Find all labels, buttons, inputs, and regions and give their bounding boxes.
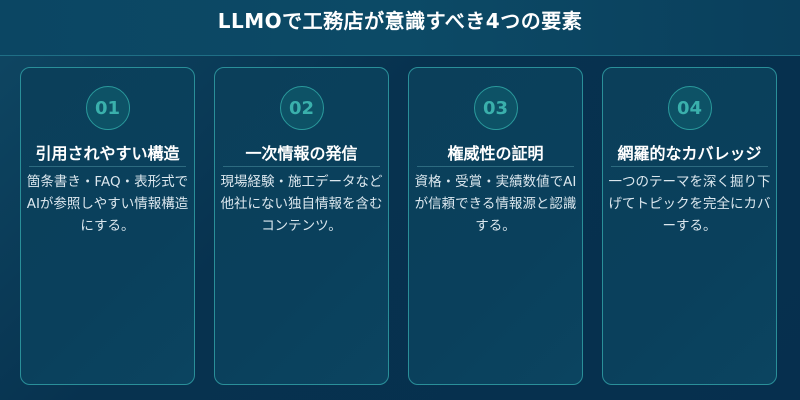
card-citable-structure: 01 引用されやすい構造 箇条書き・FAQ・表形式でAIが参照しやすい情報構造に… (20, 67, 195, 385)
number-badge: 02 (279, 86, 324, 130)
divider (223, 166, 380, 167)
card-comprehensive-coverage: 04 網羅的なカバレッジ 一つのテーマを深く掘り下げてトピックを完全にカバーする… (602, 67, 777, 385)
header-banner: LLMOで工務店が意識すべき4つの要素 (0, 0, 800, 56)
card-authority-proof: 03 権威性の証明 資格・受賞・実績数値でAIが信頼できる情報源と認識する。 (408, 67, 583, 385)
number-badge: 01 (85, 86, 130, 130)
card-title: 一次情報の発信 (245, 144, 358, 163)
card-title: 権威性の証明 (447, 144, 544, 163)
card-primary-information: 02 一次情報の発信 現場経験・施工データなど他社にない独自情報を含むコンテンツ… (214, 67, 389, 385)
divider (29, 166, 186, 167)
card-title: 引用されやすい構造 (35, 144, 180, 163)
card-description: 箇条書き・FAQ・表形式でAIが参照しやすい情報構造にする。 (26, 174, 189, 234)
cards-container: 01 引用されやすい構造 箇条書き・FAQ・表形式でAIが参照しやすい情報構造に… (20, 67, 780, 385)
card-description: 資格・受賞・実績数値でAIが信頼できる情報源と認識する。 (414, 174, 577, 234)
card-description: 一つのテーマを深く掘り下げてトピックを完全にカバーする。 (608, 174, 771, 234)
card-description: 現場経験・施工データなど他社にない独自情報を含むコンテンツ。 (220, 174, 383, 234)
page-title: LLMOで工務店が意識すべき4つの要素 (217, 9, 583, 33)
divider (611, 166, 768, 167)
number-badge: 03 (473, 86, 518, 130)
number-badge: 04 (667, 86, 712, 130)
divider (417, 166, 574, 167)
card-title: 網羅的なカバレッジ (617, 144, 762, 163)
